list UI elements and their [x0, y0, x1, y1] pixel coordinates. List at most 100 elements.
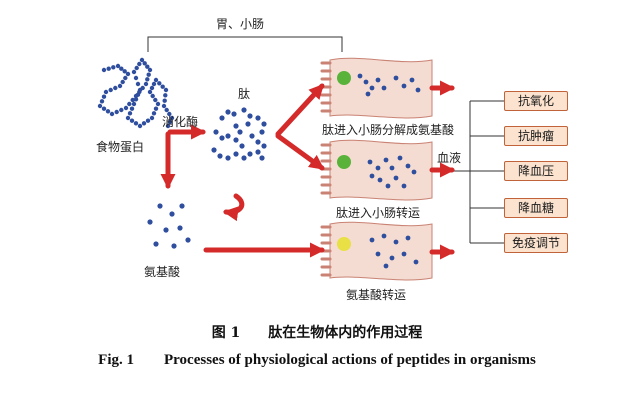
peptide-bead [259, 155, 265, 161]
effect-antihypertensive: 降血压 [504, 161, 568, 181]
protein-bead [147, 67, 153, 73]
protein-bead [113, 85, 118, 91]
protein-bead [143, 81, 149, 87]
label-cell3: 氨基酸转运 [346, 288, 407, 302]
cell2-dot [401, 183, 407, 189]
amino-acid-dot [153, 241, 159, 247]
peptide-bead [261, 121, 267, 127]
amino-acid-dot [179, 203, 185, 209]
protein-bead [108, 87, 113, 93]
amino-acid-dot [185, 237, 191, 243]
protein-bead [133, 121, 139, 126]
protein-bead [137, 61, 142, 67]
protein-bead [133, 75, 139, 81]
protein-bead [149, 115, 155, 121]
protein-bead [141, 121, 147, 126]
peptide-bead [225, 109, 231, 115]
label-amino-acid: 氨基酸 [144, 265, 181, 279]
cell1-dot [415, 87, 421, 93]
protein-bead [169, 115, 175, 121]
peptide-bead [219, 115, 225, 121]
peptide-bead [255, 149, 261, 155]
protein-bead [163, 93, 168, 98]
protein-bead [129, 106, 135, 111]
cell3-dot [381, 233, 387, 239]
cell1-dot [365, 91, 371, 97]
cell2-dot [367, 159, 373, 165]
effect-immunomodulation: 免疫调节 [504, 233, 568, 253]
label-digestive-enzyme: 消化酶 [162, 115, 199, 129]
cell2-dot [389, 165, 395, 171]
peptide-bead [231, 111, 237, 117]
protein-bead [129, 118, 135, 123]
peptide-bead [259, 129, 265, 135]
effect-branches [441, 100, 504, 244]
protein-bead [167, 111, 172, 117]
cell2-dot [375, 165, 381, 171]
peptide-bead [233, 151, 239, 157]
protein-bead [150, 93, 155, 99]
protein-bead [125, 115, 131, 121]
cell2-dot [411, 169, 417, 175]
amino-acid-dot [147, 219, 153, 225]
protein-bead [122, 69, 127, 74]
protein-bead [123, 75, 128, 81]
cell2-dot [369, 173, 375, 179]
cell3-dot [413, 259, 419, 265]
protein-bead [167, 119, 173, 125]
amino-acid-dot [163, 227, 169, 233]
protein-bead [106, 66, 111, 71]
peptide-bead [225, 155, 231, 161]
peptide-bead [239, 143, 245, 149]
peptide-bead [233, 123, 239, 129]
protein-bead [147, 89, 153, 95]
arrow-curl [223, 193, 245, 222]
protein-bead [117, 83, 123, 89]
peptide-bead [237, 129, 243, 135]
protein-bead [123, 105, 129, 111]
protein-bead [125, 71, 131, 77]
protein-bead [97, 103, 103, 109]
protein-bead [146, 72, 151, 77]
peptide-bead [233, 137, 239, 143]
cell1-dot [381, 85, 387, 91]
protein-bead [131, 69, 137, 75]
cell1-dot [363, 79, 369, 85]
protein-bead [163, 87, 169, 93]
cell2-dot [383, 157, 389, 163]
intestine-cell-3 [320, 221, 433, 281]
protein-bead [155, 101, 161, 107]
protein-bead [127, 101, 132, 107]
cell2-dot [385, 183, 391, 189]
protein-bead [149, 85, 155, 91]
cell3-dot [383, 263, 389, 269]
effect-antitumor: 抗肿瘤 [504, 126, 568, 146]
caption-english: Fig. 1 Processes of physiological action… [98, 352, 536, 368]
stomach-intestine-bracket [147, 36, 343, 52]
protein-bead [115, 63, 121, 69]
effect-hypoglycemic: 降血糖 [504, 198, 568, 218]
peptide-bead [255, 139, 261, 145]
protein-bead [135, 81, 141, 87]
arrow-peptide-to-cell1 [275, 83, 325, 137]
amino-acid-dot [169, 211, 175, 217]
cell3-dot [389, 255, 395, 261]
protein-bead [137, 123, 143, 129]
peptide-bead [247, 113, 253, 119]
arrow-peptide-to-cell2 [275, 133, 325, 171]
protein-bead [119, 107, 124, 113]
amino-acid-dot [177, 225, 183, 231]
peptide-bead [241, 155, 247, 161]
peptide-bead [261, 143, 267, 149]
protein-bead [142, 61, 147, 66]
effect-antioxidant: 抗氧化 [504, 91, 568, 111]
protein-bead [103, 89, 109, 95]
protein-bead [131, 101, 137, 107]
protein-bead [101, 94, 107, 99]
peptide-bead [245, 121, 251, 127]
protein-bead [120, 79, 125, 85]
label-peptide: 肽 [238, 87, 251, 101]
caption-chinese: 图 1 肽在生物体内的作用过程 [211, 325, 423, 341]
protein-bead [101, 67, 107, 73]
peptide-bead [255, 115, 261, 121]
